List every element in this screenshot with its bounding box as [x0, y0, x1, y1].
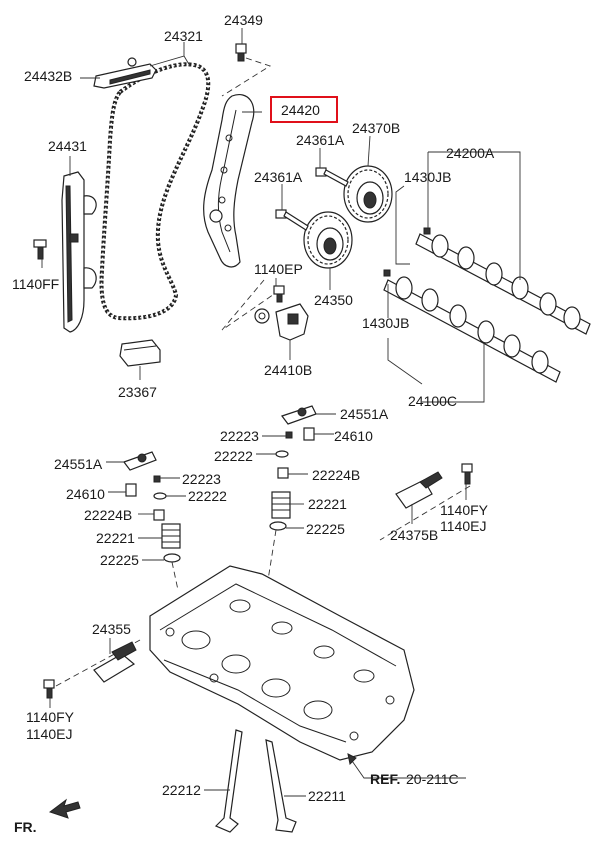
label-22222-right: 22222 [214, 448, 253, 464]
label-22212: 22212 [162, 782, 201, 798]
bolt-1140EP [273, 285, 285, 303]
ref-label-number: 20-211C [406, 771, 459, 787]
label-24410B: 24410B [264, 362, 312, 378]
label-24370B: 24370B [352, 120, 400, 136]
label-22222-left: 22222 [188, 488, 227, 504]
front-label: FR. [14, 819, 37, 835]
label-1430JB-lower: 1430JB [362, 315, 409, 331]
label-1140FF: 1140FF [12, 276, 59, 292]
label-24551A-left: 24551A [54, 456, 103, 472]
label-24432B: 24432B [24, 68, 72, 84]
cvvt-sprocket-24370B [343, 165, 393, 223]
upper-chain-guide [93, 57, 157, 89]
seal-22225-right [269, 521, 287, 531]
oil-control-valve-24355 [93, 641, 137, 683]
valve-22211 [265, 739, 297, 833]
label-24100C: 24100C [408, 393, 457, 409]
label-22224B-right: 22224B [312, 467, 360, 483]
label-24610-right: 24610 [334, 428, 373, 444]
seat-22222-right [275, 450, 289, 458]
lash-adjuster-24610-right [303, 427, 315, 441]
label-24200A: 24200A [446, 145, 495, 161]
bolt-24349 [235, 43, 247, 62]
label-24355: 24355 [92, 621, 131, 637]
label-1140EP: 1140EP [254, 261, 303, 277]
label-22223-left: 22223 [182, 471, 221, 487]
valve-22212 [214, 729, 243, 833]
exhaust-camshaft-24200A [415, 227, 591, 335]
retainer-22223-right [285, 431, 293, 439]
label-22225-right: 22225 [306, 521, 345, 537]
rocker-arm-24551A-left [123, 451, 157, 471]
label-24420: 24420 [281, 102, 320, 118]
leader-lines [41, 28, 521, 797]
label-22211: 22211 [308, 788, 346, 804]
pivot-22224B-left [153, 509, 165, 521]
label-24610-left: 24610 [66, 486, 105, 502]
pivot-22224B-right [277, 467, 289, 479]
seat-22222-left [153, 492, 167, 500]
label-1140EJ-right: 1140EJ [440, 518, 486, 534]
label-22225-left: 22225 [100, 552, 139, 568]
bolt-24361A-lower [275, 209, 309, 231]
label-24349: 24349 [224, 12, 263, 28]
valve-spring-22221-left [161, 523, 181, 549]
bolt-1140FY-left [43, 679, 55, 699]
timing-chain [99, 62, 211, 321]
label-22224B-left: 22224B [84, 507, 132, 523]
rocker-arm-24551A-right [281, 405, 317, 425]
seal-22225-left [163, 553, 181, 563]
valve-spring-22221-right [271, 491, 291, 519]
label-23367: 23367 [118, 384, 157, 400]
front-arrow-icon [48, 798, 81, 819]
label-24375B: 24375B [390, 527, 438, 543]
label-22221-left: 22221 [96, 530, 135, 546]
bolt-1140FY-right [461, 463, 473, 485]
label-24350: 24350 [314, 292, 353, 308]
label-1140FY-left: 1140FY [26, 709, 75, 725]
label-22223-right: 22223 [220, 428, 259, 444]
label-22221-right: 22221 [308, 496, 347, 512]
tensioner-arm [203, 94, 255, 268]
ref-label-bold: REF. [370, 771, 400, 787]
bolt-1140FF [33, 239, 47, 260]
cvvt-sprocket-24350 [303, 211, 353, 269]
label-24361A-upper: 24361A [296, 132, 345, 148]
label-1140EJ-left: 1140EJ [26, 726, 72, 742]
cylinder-head [149, 565, 415, 761]
chain-guide-24431 [61, 171, 97, 333]
label-24551A-right: 24551A [340, 406, 389, 422]
crank-sprocket-23367 [119, 339, 161, 367]
lash-adjuster-24610-left [125, 483, 137, 497]
label-24361A-lower: 24361A [254, 169, 303, 185]
label-1140FY-right: 1140FY [440, 502, 489, 518]
label-24321: 24321 [164, 28, 203, 44]
highlight-box [270, 96, 338, 123]
label-1430JB-upper: 1430JB [404, 169, 451, 185]
retainer-22223-left [153, 475, 161, 483]
oil-control-valve-24375B [395, 471, 443, 509]
bolt-24361A-upper [315, 167, 349, 187]
part-labels: 24321 24349 24432B 24420 24361A 24370B 2… [12, 12, 495, 835]
intake-camshaft-24100C [383, 269, 561, 383]
hydraulic-tensioner-24410B [254, 303, 309, 341]
label-24431: 24431 [48, 138, 87, 154]
